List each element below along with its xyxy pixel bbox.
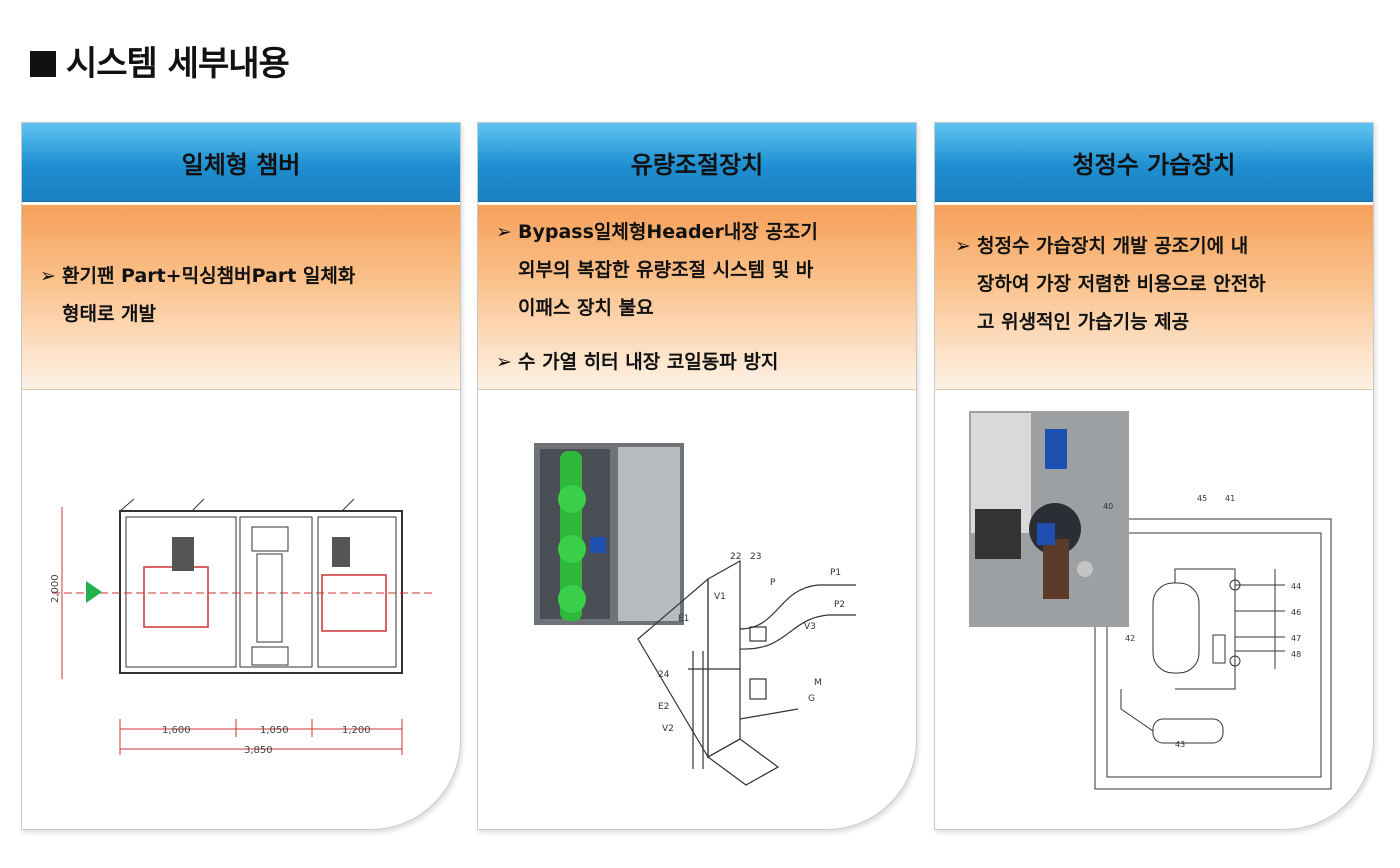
bullet-item: ➢ 청정수 가습장치 개발 공조기에 내 장하여 가장 저렴한 비용으로 안전하… xyxy=(955,227,1266,341)
callout-label: G xyxy=(808,694,815,704)
callout-label: 48 xyxy=(1291,650,1301,659)
humidifier-photo xyxy=(969,411,1129,627)
dim-label: 2,000 xyxy=(50,574,61,603)
bullet-line: 환기팬 Part+믹싱챔버Part 일체화 xyxy=(62,265,356,287)
square-bullet-icon xyxy=(30,51,56,77)
dim-label: 1,600 xyxy=(162,725,191,736)
callout-label: 47 xyxy=(1291,634,1301,643)
page-title: 시스템 세부내용 xyxy=(30,36,290,85)
arrow-bullet-icon: ➢ xyxy=(955,235,971,257)
card-flow-control: 유량조절장치 ➢ Bypass일체형Header내장 공조기 외부의 복잡한 유… xyxy=(477,122,917,830)
card-header-label: 유량조절장치 xyxy=(630,150,764,179)
dim-label: 3,850 xyxy=(244,745,273,756)
bullet-line: 이패스 장치 불요 xyxy=(518,297,654,319)
header-photo xyxy=(534,443,684,625)
callout-label: E1 xyxy=(678,614,689,624)
dim-label: 1,200 xyxy=(342,725,371,736)
callout-label: M xyxy=(814,678,822,688)
airflow-arrow-icon xyxy=(86,581,102,603)
card-header: 일체형 챔버 xyxy=(22,123,460,202)
callout-label: 24 xyxy=(658,670,670,680)
card-header: 청정수 가습장치 xyxy=(935,123,1373,202)
bullet-line: Bypass일체형Header내장 공조기 xyxy=(518,221,818,243)
callout-label: 23 xyxy=(750,552,761,562)
callout-label: P2 xyxy=(834,600,845,610)
callout-label: V2 xyxy=(662,724,674,734)
card-description: ➢ 환기팬 Part+믹싱챔버Part 일체화 형태로 개발 xyxy=(22,205,460,390)
humidifier-schematic xyxy=(1094,518,1332,790)
bullet-line: 고 위생적인 가습기능 제공 xyxy=(977,311,1190,333)
bullet-line: 장하여 가장 저렴한 비용으로 안전하 xyxy=(977,273,1266,295)
flow-control-figure: 22 23 P1 P V1 P2 E1 V3 24 M E2 G V2 xyxy=(478,389,916,829)
bullet-item: ➢ Bypass일체형Header내장 공조기 외부의 복잡한 유량조절 시스템… xyxy=(496,213,818,327)
arrow-bullet-icon: ➢ xyxy=(40,265,56,287)
callout-label: E2 xyxy=(658,702,669,712)
callout-label: 45 xyxy=(1197,494,1207,503)
callout-label: 42 xyxy=(1125,634,1135,643)
callout-label: V3 xyxy=(804,622,816,632)
card-header: 유량조절장치 xyxy=(478,123,916,202)
arrow-bullet-icon: ➢ xyxy=(496,221,512,243)
card-header-label: 청정수 가습장치 xyxy=(1072,150,1236,179)
bullet-line: 형태로 개발 xyxy=(62,303,157,325)
bullet-line: 수 가열 히터 내장 코일동파 방지 xyxy=(518,351,779,373)
callout-label: 44 xyxy=(1291,582,1301,591)
humidifier-figure: 40 45 41 42 43 44 46 47 48 xyxy=(935,389,1373,829)
card-header-label: 일체형 챔버 xyxy=(181,150,301,179)
page-title-text: 시스템 세부내용 xyxy=(66,44,290,84)
callout-label: 22 xyxy=(730,552,741,562)
arrow-bullet-icon: ➢ xyxy=(496,351,512,373)
bullet-line: 청정수 가습장치 개발 공조기에 내 xyxy=(977,235,1249,257)
bullet-item: ➢ 수 가열 히터 내장 코일동파 방지 xyxy=(496,343,779,381)
card-humidifier: 청정수 가습장치 ➢ 청정수 가습장치 개발 공조기에 내 장하여 가장 저렴한… xyxy=(934,122,1374,830)
chamber-drawing: 2,000 1,600 1,050 1,200 3,850 xyxy=(22,389,460,829)
callout-label: 43 xyxy=(1175,740,1185,749)
callout-label: 40 xyxy=(1103,502,1113,511)
callout-label: V1 xyxy=(714,592,726,602)
card-description: ➢ 청정수 가습장치 개발 공조기에 내 장하여 가장 저렴한 비용으로 안전하… xyxy=(935,205,1373,390)
callout-label: P1 xyxy=(830,568,841,578)
bullet-line: 외부의 복잡한 유량조절 시스템 및 바 xyxy=(518,259,814,281)
header-schematic xyxy=(637,559,856,786)
card-description: ➢ Bypass일체형Header내장 공조기 외부의 복잡한 유량조절 시스템… xyxy=(478,205,916,390)
dim-label: 1,050 xyxy=(260,725,289,736)
callout-label: P xyxy=(770,578,776,588)
callout-label: 41 xyxy=(1225,494,1235,503)
callout-label: 46 xyxy=(1291,608,1301,617)
bullet-item: ➢ 환기팬 Part+믹싱챔버Part 일체화 형태로 개발 xyxy=(40,257,356,333)
card-integrated-chamber: 일체형 챔버 ➢ 환기팬 Part+믹싱챔버Part 일체화 형태로 개발 xyxy=(21,122,461,830)
